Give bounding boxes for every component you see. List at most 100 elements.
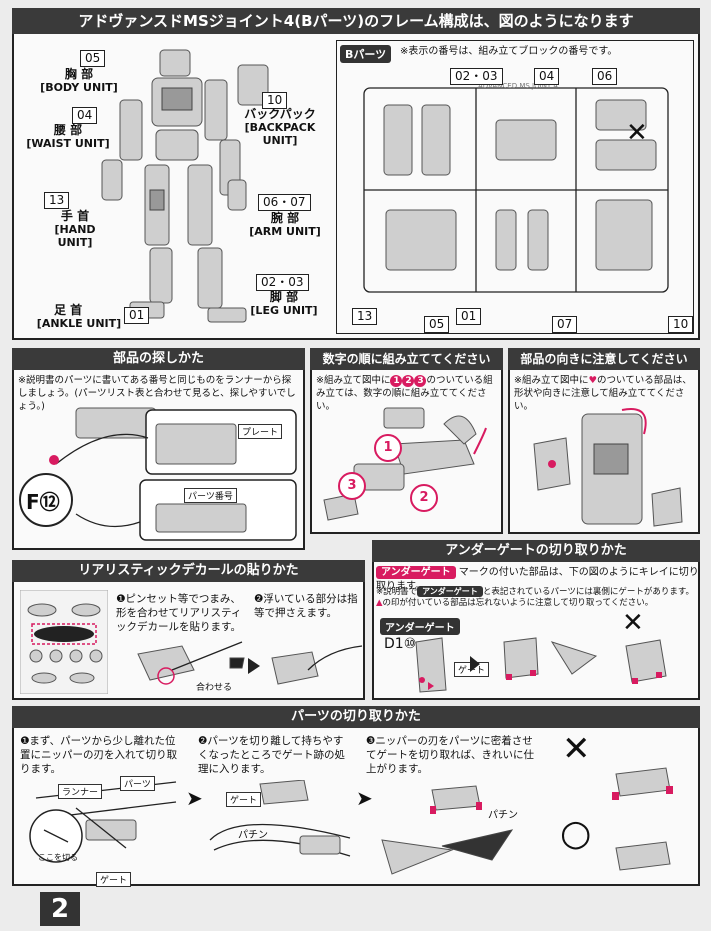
order-marker-1: 1 (390, 375, 403, 387)
cutting-step-3: ❸ニッパーの刃をパーツに密着させてゲートを切り取れば、きれいに仕上がります。 (366, 735, 534, 775)
waist-unit-jp: 腰 部 (53, 123, 83, 137)
direction-text: ※組み立て図中に♥のついている部品は、形状や向きに注意して組み立ててください。 (514, 374, 698, 413)
ankle-unit-en: [ANKLE UNIT] (36, 317, 122, 330)
bparts-label-04: 04 (534, 68, 560, 85)
undergate-note-1a: ※説明書で (376, 587, 418, 597)
undergate-note-1b: と表記されているパーツには裏側にゲートがあります。 (482, 587, 695, 597)
ankle-unit-label: 足 首 [ANKLE UNIT] (34, 303, 124, 331)
bparts-excluded-mark: ✕ (626, 118, 648, 148)
leg-unit-label: 脚 部 [LEG UNIT] (236, 290, 332, 318)
parts-number-label: パーツ番号 (184, 488, 237, 503)
order-step-3: 3 (347, 478, 357, 493)
order-step-2: 2 (419, 490, 429, 505)
hand-unit-label: 手 首 [HAND UNIT] (36, 209, 114, 250)
undergate-note-tag: アンダーゲート (417, 586, 483, 597)
bparts-runner-text: ADVANCED MS JOINT 4 (478, 82, 558, 90)
page-number: 2 (40, 892, 80, 926)
arm-unit-number: 06・07 (258, 194, 311, 211)
cutting-good-illustration (615, 841, 671, 871)
bparts-label-05: 05 (424, 316, 450, 333)
undergate-bad-mark: ✕ (622, 608, 644, 638)
bparts-panel (336, 40, 694, 334)
find-parts-text: ※説明書のパーツに書いてある番号と同じものをランナーから探しましょう。(パーツリ… (18, 375, 296, 412)
undergate-example-tag: アンダーゲート (380, 618, 460, 635)
arm-unit-jp: 腕 部 (270, 211, 300, 225)
cutting-step3-illustration (381, 785, 514, 875)
backpack-unit-en: [BACKPACK UNIT] (244, 121, 316, 147)
frame-title: アドヴァンスドMSジョイント4(Bパーツ)のフレーム構成は、図のようになります (12, 8, 700, 34)
backpack-unit-jp: バックパック (244, 107, 316, 121)
backpack-unit-label: バックパック [BACKPACK UNIT] (226, 107, 334, 148)
hand-unit-jp: 手 首 (60, 209, 90, 223)
undergate-illustration (415, 637, 667, 693)
bparts-label-13: 13 (352, 308, 378, 325)
gate-label-step2: ゲート (226, 792, 262, 807)
decal-step-1: ❶ピンセット等でつまみ、形を合わせてリアリスティックデカールを貼ります。 (116, 593, 242, 633)
waist-unit-en: [WAIST UNIT] (26, 137, 110, 150)
decal-title: リアリスティックデカールの貼りかた (12, 560, 365, 582)
decal-apply-illustration (137, 641, 363, 685)
plate-label: プレート (238, 424, 283, 439)
undergate-note-2: の印が付いている部品は忘れないように注意して切り取ってください。 (382, 598, 654, 608)
order-step-1: 1 (383, 440, 393, 455)
gate-label-step1: ゲート (96, 872, 132, 887)
undergate-tag: アンダーゲート (376, 566, 456, 579)
undergate-title: アンダーゲートの切り取りかた (372, 540, 700, 562)
order-text-a: ※組み立て図中に (316, 375, 391, 386)
cut-here-label: ここを切る (38, 853, 78, 862)
undergate-marker-icon: ▲ (376, 598, 383, 608)
order-illustration (323, 407, 487, 521)
bparts-label-06: 06 (592, 68, 618, 85)
find-parts-title: 部品の探しかた (12, 348, 305, 370)
robot-frame-illustration (101, 49, 269, 323)
body-unit-label: 胸 部 [BODY UNIT] (34, 67, 124, 95)
body-unit-en: [BODY UNIT] (40, 81, 118, 94)
arm-unit-label: 腕 部 [ARM UNIT] (240, 211, 330, 239)
decal-step-2: ❷浮いている部分は指等で押さえます。 (254, 593, 358, 619)
part-id-number: ⑫ (39, 490, 60, 514)
undergate-part-label: D1⑩ (384, 636, 417, 652)
cutting-section (12, 706, 700, 886)
bparts-label-01: 01 (456, 308, 482, 325)
hand-unit-number: 13 (44, 192, 70, 209)
order-marker-3: 3 (414, 375, 427, 387)
decal-align-label: 合わせる (196, 683, 233, 693)
leg-unit-jp: 脚 部 (269, 290, 299, 304)
cutting-step-1: ❶まず、パーツから少し離れた位置にニッパーの刃を入れて切り取ります。 (20, 735, 178, 775)
order-text-b: のついている組み立ては、数字の順に組み立ててください。 (316, 375, 493, 412)
direction-text-a: ※組み立て図中に (514, 375, 589, 386)
bparts-label-02-03: 02・03 (450, 68, 503, 85)
snap-sound-step2: パチン (238, 830, 268, 841)
body-unit-jp: 胸 部 (64, 67, 94, 81)
arrow-right-icon: ➤ (186, 786, 203, 810)
ankle-unit-jp: 足 首 (54, 303, 83, 317)
bparts-runner-illustration (363, 87, 669, 293)
bparts-label-10: 10 (668, 316, 694, 333)
runner-label: ランナー (58, 784, 103, 799)
waist-unit-number: 04 (72, 107, 98, 124)
leg-unit-en: [LEG UNIT] (250, 304, 318, 317)
direction-text-b: のついている部品は、形状や向きに注意して組み立ててください。 (514, 375, 692, 412)
direction-illustration (533, 408, 683, 527)
undergate-note: ※説明書でアンダーゲートと表記されているパーツには裏側にゲートがあります。 ▲の… (376, 586, 698, 609)
cutting-good-mark: ○ (560, 813, 592, 854)
cutting-bad-mark: ✕ (562, 729, 591, 769)
hand-unit-en: [HAND UNIT] (54, 223, 96, 249)
body-unit-number: 05 (80, 50, 106, 67)
arm-unit-en: [ARM UNIT] (249, 225, 321, 238)
cutting-bad-illustration (612, 767, 673, 800)
direction-title: 部品の向きに注意してください (508, 348, 700, 370)
cutting-step2-illustration (209, 780, 351, 857)
bparts-label-07: 07 (552, 316, 578, 333)
cutting-step1-illustration (29, 781, 177, 863)
part-id-letter: F (26, 490, 40, 514)
part-id-badge: F⑫ (26, 486, 60, 515)
cutting-title: パーツの切り取りかた (12, 706, 700, 728)
arrow-right-icon-2: ➤ (356, 786, 373, 810)
waist-unit-label: 腰 部 [WAIST UNIT] (18, 123, 118, 151)
bparts-note: ※表示の番号は、組み立てブロックの番号です。 (400, 46, 618, 57)
leg-unit-number: 02・03 (256, 274, 309, 291)
order-marker-2: 2 (402, 375, 415, 387)
undergate-lead: アンダーゲート マークの付いた部品は、下の図のようにキレイに切り取ります。 (376, 566, 700, 594)
